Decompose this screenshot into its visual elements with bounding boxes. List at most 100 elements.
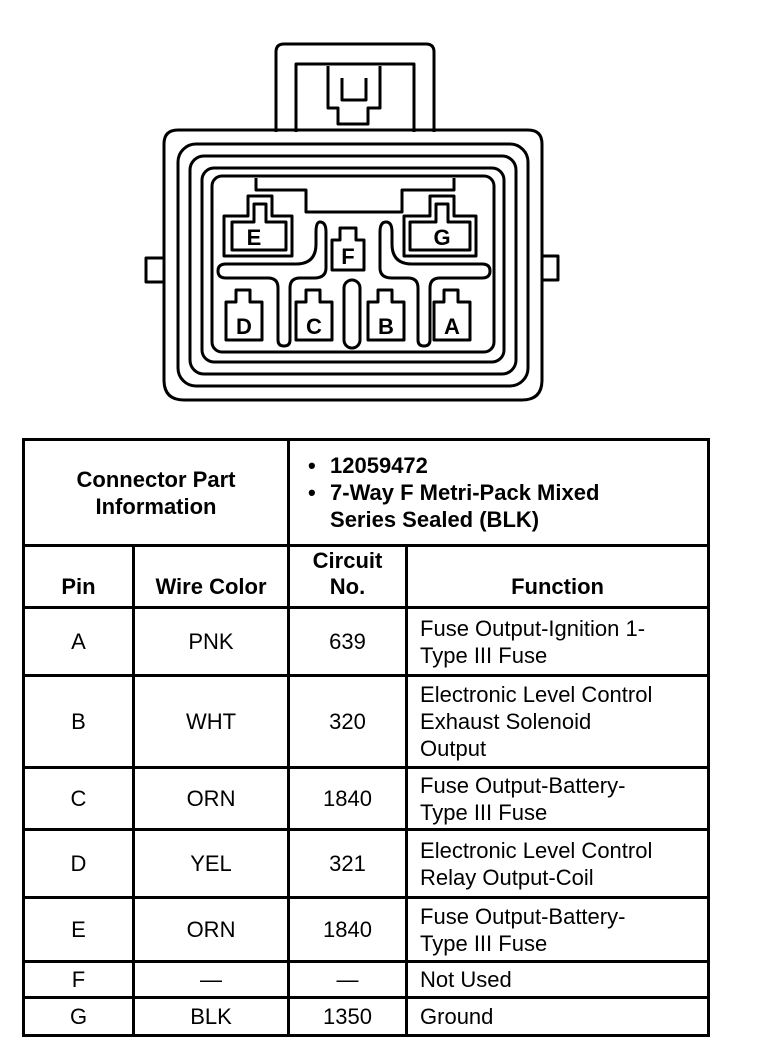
pin-cell: B: [22, 674, 135, 769]
circuit-cell: 639: [287, 606, 409, 677]
col-header-circuit: Circuit No.: [287, 544, 409, 609]
bullet: •: [308, 453, 316, 478]
function-cell: Not Used: [405, 960, 711, 999]
table-row: A PNK 639 Fuse Output-Ignition 1- Type I…: [22, 606, 711, 677]
latch-inner: [294, 62, 416, 132]
column-header-row: Pin Wire Color Circuit No. Function: [22, 544, 711, 609]
part-description: • 7-Way F Metri-Pack Mixed Series Sealed…: [308, 479, 707, 533]
cavity-b: [366, 288, 406, 342]
circuit-cell: 321: [287, 828, 409, 899]
wire-color-cell: —: [131, 960, 291, 999]
connector-face-diagram: E G F D C B A: [144, 42, 560, 402]
table-row: D YEL 321 Electronic Level Control Relay…: [22, 828, 711, 899]
function-cell: Fuse Output-Ignition 1- Type III Fuse: [405, 606, 711, 677]
function-cell: Electronic Level Control Relay Output-Co…: [405, 828, 711, 899]
seal-channel-right: [378, 220, 492, 348]
circuit-cell: 1350: [287, 996, 409, 1037]
function-line: Type III Fuse: [420, 930, 548, 956]
function-cell: Fuse Output-Battery- Type III Fuse: [405, 766, 711, 831]
housing-ring-4: [210, 174, 496, 354]
pin-label-g: G: [433, 225, 450, 250]
pin-cell: G: [22, 996, 135, 1037]
seal-channel-center: [342, 278, 362, 350]
latch-slot-inner: [340, 78, 368, 102]
wire-color-cell: YEL: [131, 828, 291, 899]
part-info-label-line: Information: [95, 493, 217, 519]
keyway: [254, 178, 456, 214]
function-line: Electronic Level Control: [420, 837, 653, 863]
col-header-circuit-line: Circuit: [312, 548, 383, 573]
table-row: E ORN 1840 Fuse Output-Battery- Type III…: [22, 896, 711, 963]
part-info-label: Connector Part Information: [21, 438, 291, 547]
circuit-cell: 1840: [287, 766, 409, 831]
side-tab-left: [144, 256, 166, 284]
circuit-cell: 320: [287, 674, 409, 769]
connector-info-table: Connector Part Information • 12059472 • …: [21, 438, 711, 1037]
function-cell: Electronic Level Control Exhaust Solenoi…: [405, 674, 711, 769]
part-info-label-line: Connector Part: [76, 466, 236, 492]
cavity-c: [294, 288, 334, 342]
cavity-g-inner: [408, 202, 472, 252]
latch: [274, 42, 436, 132]
wire-color-cell: ORN: [131, 896, 291, 963]
function-cell: Ground: [405, 996, 711, 1037]
pin-cell: D: [22, 828, 135, 899]
function-line: Fuse Output-Battery-: [420, 903, 626, 929]
pin-cell: C: [22, 766, 135, 831]
table-row: B WHT 320 Electronic Level Control Exhau…: [22, 674, 711, 769]
function-line: Ground: [420, 1004, 494, 1029]
pin-label-e: E: [247, 225, 262, 250]
col-header-wire-color: Wire Color: [131, 544, 291, 609]
function-line: Type III Fuse: [420, 799, 548, 825]
pin-label-f: F: [341, 244, 354, 269]
part-description-line: 7-Way F Metri-Pack Mixed: [330, 480, 600, 505]
housing-ring-3: [200, 166, 506, 364]
latch-slot: [326, 66, 382, 126]
table-row: G BLK 1350 Ground: [22, 996, 711, 1037]
pin-cell: F: [22, 960, 135, 999]
pin-cell: E: [22, 896, 135, 963]
cavity-e: [222, 194, 294, 258]
wire-color-cell: WHT: [131, 674, 291, 769]
table-row: C ORN 1840 Fuse Output-Battery- Type III…: [22, 766, 711, 831]
function-line: Electronic Level Control: [420, 682, 653, 707]
pin-label-b: B: [378, 314, 394, 339]
function-line: Fuse Output-Battery-: [420, 772, 626, 798]
function-line: Output: [420, 736, 487, 761]
function-cell: Fuse Output-Battery- Type III Fuse: [405, 896, 711, 963]
circuit-cell: —: [287, 960, 409, 999]
cavity-f: [330, 226, 366, 272]
cavity-d: [224, 288, 264, 342]
function-line: Type III Fuse: [420, 642, 548, 668]
part-number-text: 12059472: [330, 453, 428, 478]
wire-color-cell: PNK: [131, 606, 291, 677]
wire-color-cell: BLK: [131, 996, 291, 1037]
part-description-line: Series Sealed (BLK): [330, 507, 540, 532]
function-line: Not Used: [420, 967, 512, 992]
pin-label-c: C: [306, 314, 322, 339]
cavity-a: [432, 288, 472, 342]
bullet: •: [308, 480, 316, 505]
side-tab-right: [540, 254, 560, 282]
cavity-e-inner: [230, 202, 288, 252]
cavity-g: [402, 194, 478, 258]
pin-label-a: A: [444, 314, 460, 339]
pin-label-d: D: [236, 314, 252, 339]
function-line: Relay Output-Coil: [420, 864, 594, 890]
part-info-details: • 12059472 • 7-Way F Metri-Pack Mixed Se…: [287, 438, 711, 547]
housing-ring-2: [188, 154, 518, 376]
function-line: Exhaust Solenoid: [420, 709, 592, 734]
housing-ring-1: [176, 142, 530, 388]
circuit-cell: 1840: [287, 896, 409, 963]
wire-color-cell: ORN: [131, 766, 291, 831]
function-line: Fuse Output-Ignition 1-: [420, 615, 646, 641]
table-row: F — — Not Used: [22, 960, 711, 999]
seal-channel-left: [216, 220, 328, 348]
col-header-pin: Pin: [22, 544, 135, 609]
part-number: • 12059472: [308, 452, 707, 479]
part-info-row: Connector Part Information • 12059472 • …: [21, 438, 711, 547]
housing-outer: [162, 128, 544, 402]
pin-cell: A: [22, 606, 135, 677]
col-header-function: Function: [405, 544, 711, 609]
col-header-circuit-line: No.: [329, 574, 366, 599]
